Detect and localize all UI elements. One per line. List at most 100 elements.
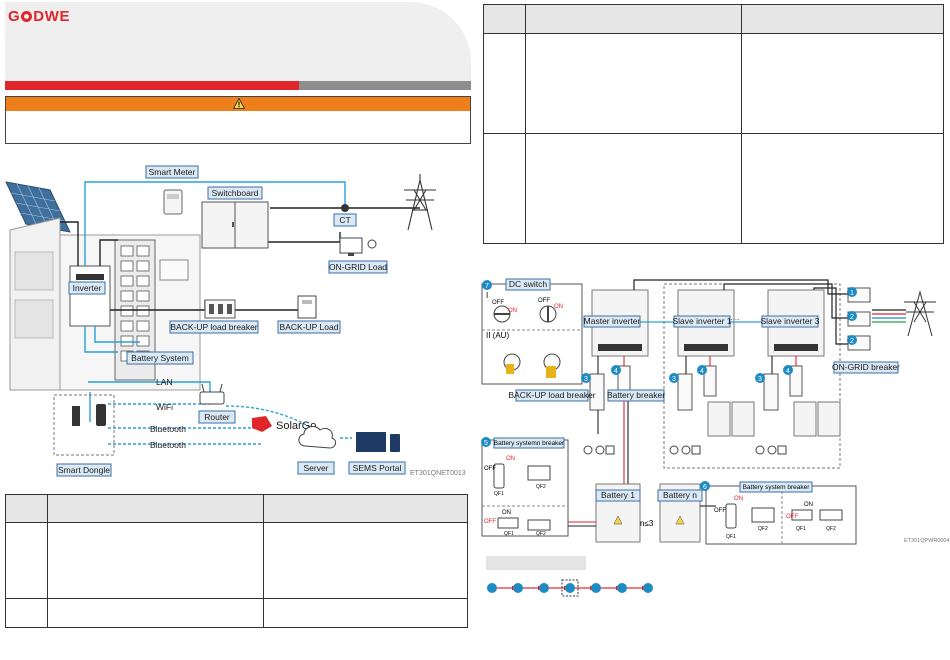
flow-step-node [487, 583, 497, 593]
figure-code: ET301QPWR0004 [904, 538, 950, 544]
step-badge [581, 373, 591, 383]
off-text: OFF [786, 514, 798, 520]
table-cell [263, 522, 468, 599]
step-badge-text: 1 [850, 290, 854, 297]
qf2-text: QF2 [536, 531, 546, 537]
master-inverter-label [583, 315, 641, 328]
step-badge [783, 365, 793, 375]
on-text: ON [804, 502, 813, 508]
bottom-left-table [5, 494, 468, 628]
smart-dongle-label [56, 463, 112, 477]
table-header-cell [5, 494, 48, 523]
table-header-cell [525, 3, 742, 35]
inverter-label [68, 281, 106, 295]
backup-breaker-label [515, 389, 589, 402]
table-header-cell [47, 494, 264, 523]
battery-n-text: Battery n [663, 490, 697, 500]
table-cell [741, 132, 944, 245]
off-text: OFF [714, 508, 726, 514]
sems-portal-label [348, 461, 406, 475]
qf1-text: QF1 [796, 526, 806, 532]
battery-system-breaker-text: Battery systemn breaker [494, 440, 565, 447]
progress-bar [5, 81, 471, 90]
backup-load-icon [297, 295, 317, 319]
table-header-cell [483, 3, 526, 35]
off-text: OFF [484, 519, 496, 525]
slave-inverter-3-text: Slave inverter 3 [760, 316, 819, 326]
backup-breaker-icon [204, 299, 236, 319]
warning-triangle-icon [233, 98, 245, 109]
qf2-text: QF2 [758, 526, 768, 532]
backup-load-label [277, 320, 341, 334]
step-badge-text: 5 [484, 440, 488, 447]
step-badge-text: 3 [584, 376, 588, 383]
wifi-text: WiFi [156, 402, 173, 412]
on-grid-load-text: ON-GRID Load [329, 262, 387, 272]
system-wiring-diagram: Smart Meter Switchboard CT ON-GRID Load … [5, 165, 466, 477]
backup-breaker-label [169, 320, 259, 334]
step-badge-text: 7 [485, 283, 489, 290]
server-label [297, 461, 335, 475]
table-header-cell [263, 494, 468, 523]
solargo-app-icon [252, 416, 272, 432]
battery-system-breaker-label [739, 481, 813, 493]
table-cell [47, 598, 264, 628]
ct-text: CT [339, 215, 350, 225]
step-badge [847, 335, 857, 345]
step-badge [700, 481, 710, 491]
step-badge-text: 4 [614, 368, 618, 375]
battery-system-label [126, 351, 194, 365]
table-cell [483, 33, 526, 134]
step-badge [755, 373, 765, 383]
flow-step-node [591, 583, 601, 593]
breaker-knob-icon [725, 503, 843, 529]
battery-breaker-text: Battery breaker [607, 390, 665, 400]
variant-ii-text: II (AU) [486, 331, 509, 340]
warning-box [5, 96, 471, 144]
slave-inverter-1-text: Slave inverter 1 [672, 316, 731, 326]
header-band [5, 2, 471, 90]
smart-meter-text: Smart Meter [149, 167, 196, 177]
on-text: ON [506, 456, 515, 462]
on-text: ON [734, 496, 743, 502]
master-inverter-text: Master inverter [584, 316, 641, 326]
ct-sensor-icon [341, 204, 349, 212]
router-label [198, 410, 236, 424]
on-text: ON [508, 308, 517, 314]
battery-1-label [595, 489, 641, 502]
step-badge [669, 373, 679, 383]
grid-cable [633, 279, 848, 295]
backup-load-text: BACK-UP Load [280, 322, 339, 332]
router-icon [199, 383, 225, 405]
ct-label [333, 213, 357, 227]
step-badge [481, 437, 491, 447]
battery-system-breaker-text: Battery system breaker [743, 484, 811, 491]
dc-switch-label [505, 278, 551, 291]
power-tower-icon [404, 174, 436, 231]
step-badge [611, 365, 621, 375]
qf1-text: QF1 [726, 534, 736, 540]
step-badge-text: 4 [786, 368, 790, 375]
qf1-text: QF1 [494, 491, 504, 497]
figure-code: ET301QNET0013 [410, 470, 466, 477]
step-badge-text: 2 [850, 338, 854, 345]
router-text: Router [204, 412, 230, 422]
flow-step-node [565, 583, 575, 593]
qf1-text: QF1 [504, 531, 514, 537]
ellipsis-text: ...... [726, 313, 739, 322]
power-tower-icon [904, 290, 936, 337]
backup-breaker-text: BACK-UP load breaker [508, 390, 595, 400]
step-badge [847, 311, 857, 321]
table-cell [5, 598, 48, 628]
step-badge [482, 280, 492, 290]
server-text: Server [303, 463, 328, 473]
step-badge-text: 2 [850, 314, 854, 321]
flow-step-node [513, 583, 523, 593]
smart-dongle-text: Smart Dongle [58, 465, 110, 475]
slave-inverter-1-label [673, 315, 731, 328]
on-text: ON [554, 304, 563, 310]
smart-meter-icon [163, 189, 183, 215]
flow-step-node [617, 583, 627, 593]
off-text: OFF [538, 298, 550, 304]
slave-inverter-3-label [761, 315, 819, 328]
